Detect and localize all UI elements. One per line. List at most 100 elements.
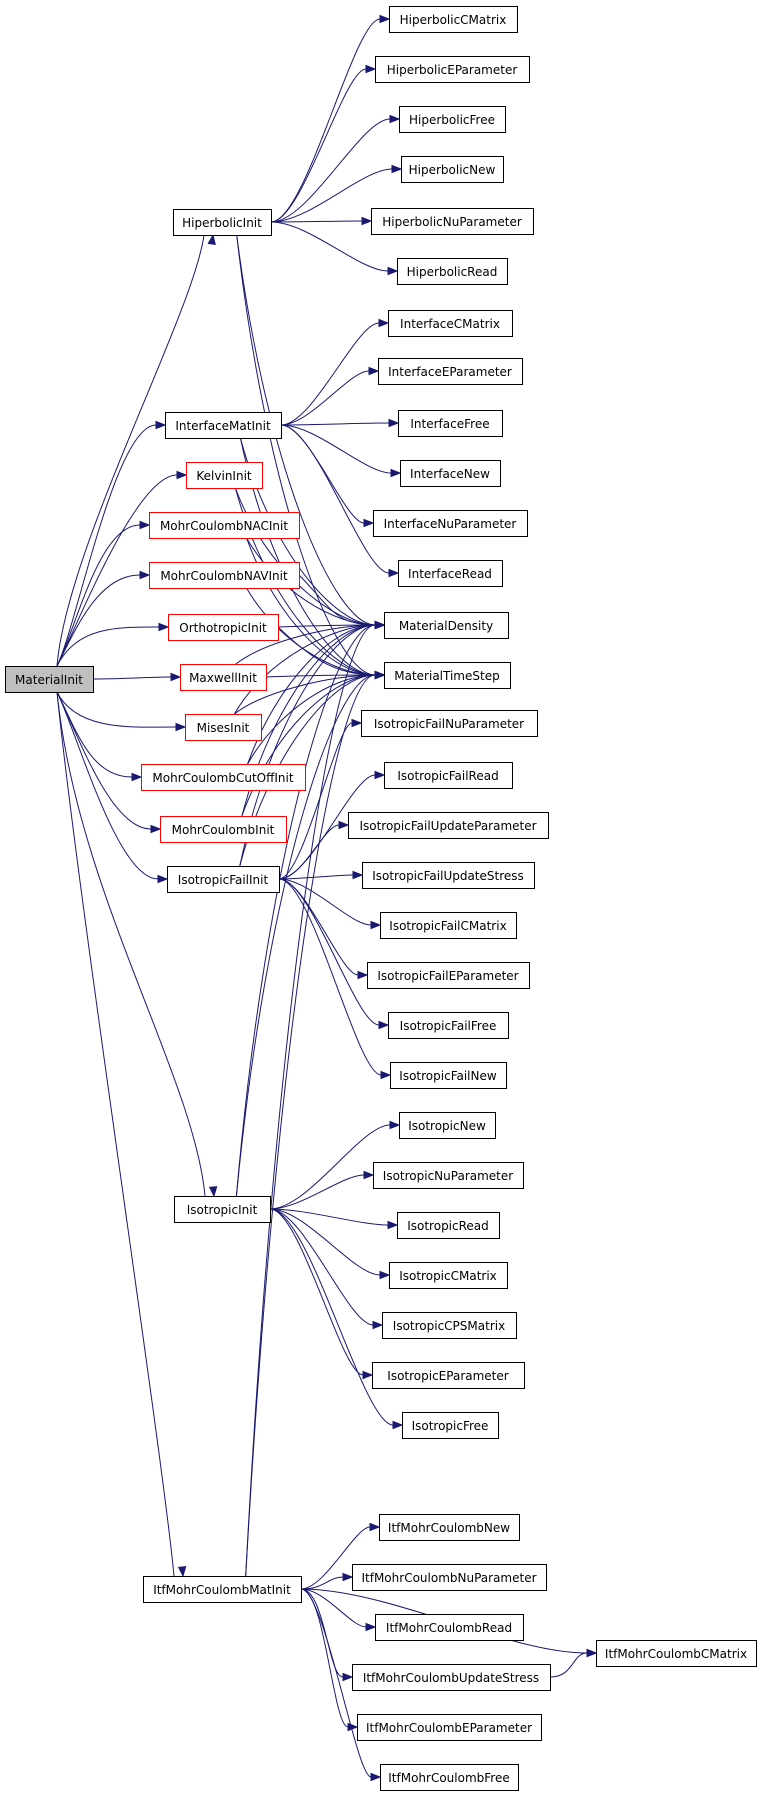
- node-isotropic-free[interactable]: IsotropicFree: [402, 1412, 499, 1439]
- node-label: ItfMohrCoulombFree: [388, 1771, 509, 1785]
- node-box: [389, 1262, 508, 1289]
- edge-material-init-to-isotropic-fail-init: [56, 691, 159, 880]
- arrowhead: [361, 216, 373, 226]
- node-label: IsotropicFailUpdateStress: [372, 869, 524, 883]
- node-label: ItfMohrCoulombUpdateStress: [363, 1671, 539, 1685]
- node-isotropic-new[interactable]: IsotropicNew: [399, 1112, 496, 1139]
- node-interface-nu-parameter[interactable]: InterfaceNuParameter: [373, 510, 528, 537]
- node-isotropic-fail-c-matrix[interactable]: IsotropicFailCMatrix: [380, 912, 517, 939]
- arrowhead: [208, 1186, 218, 1198]
- node-itf-mohr-coulomb-free[interactable]: ItfMohrCoulombFree: [380, 1764, 519, 1791]
- node-isotropic-fail-new[interactable]: IsotropicFailNew: [390, 1062, 507, 1089]
- node-box: [160, 816, 287, 843]
- node-mohr-coulomb-init[interactable]: MohrCoulombInit: [160, 816, 287, 843]
- node-material-density[interactable]: MaterialDensity: [384, 612, 509, 639]
- node-material-init[interactable]: MaterialInit: [5, 666, 94, 693]
- node-isotropic-fail-update-stress[interactable]: IsotropicFailUpdateStress: [362, 862, 535, 889]
- arrowhead: [342, 1572, 354, 1582]
- node-mohr-coulomb-cut-off-init[interactable]: MohrCoulombCutOffInit: [141, 764, 306, 791]
- node-itf-mohr-coulomb-nu-parameter[interactable]: ItfMohrCoulombNuParameter: [352, 1564, 547, 1591]
- edge-interface-mat-init-to-material-time-step: [239, 437, 376, 676]
- node-isotropic-init[interactable]: IsotropicInit: [174, 1196, 271, 1223]
- arrowhead: [139, 520, 151, 530]
- arrowhead: [370, 1772, 382, 1782]
- node-label: MaterialDensity: [399, 619, 493, 633]
- edge-material-init-to-isotropic-init: [56, 691, 206, 1197]
- node-mohr-coulomb-nav-init[interactable]: MohrCoulombNAVInit: [149, 562, 300, 589]
- node-interface-e-parameter[interactable]: InterfaceEParameter: [378, 358, 523, 385]
- node-interface-mat-init[interactable]: InterfaceMatInit: [165, 412, 282, 439]
- node-box: [352, 1564, 547, 1591]
- node-label: HiperbolicEParameter: [387, 63, 518, 77]
- node-interface-free[interactable]: InterfaceFree: [398, 410, 503, 437]
- node-label: HiperbolicFree: [409, 113, 495, 127]
- node-mohr-coulomb-nac-init[interactable]: MohrCoulombNACInit: [149, 512, 300, 539]
- node-isotropic-fail-init[interactable]: IsotropicFailInit: [167, 866, 280, 893]
- node-itf-mohr-coulomb-e-parameter[interactable]: ItfMohrCoulombEParameter: [357, 1714, 542, 1741]
- node-label: MaterialTimeStep: [394, 669, 499, 683]
- edge-itf-mohr-coulomb-mat-init-to-itf-mohr-coulomb-new: [300, 1526, 371, 1590]
- edge-material-init-to-orthotropic-init: [56, 626, 160, 667]
- node-isotropic-cps-matrix[interactable]: IsotropicCPSMatrix: [382, 1312, 517, 1339]
- node-itf-mohr-coulomb-update-stress[interactable]: ItfMohrCoulombUpdateStress: [352, 1664, 551, 1691]
- edge-isotropic-init-to-isotropic-c-matrix: [269, 1208, 381, 1276]
- node-isotropic-fail-nu-parameter[interactable]: IsotropicFailNuParameter: [361, 710, 538, 737]
- node-itf-mohr-coulomb-new[interactable]: ItfMohrCoulombNew: [379, 1514, 520, 1541]
- edge-isotropic-init-to-isotropic-e-parameter: [269, 1208, 364, 1376]
- node-hiperbolic-nu-parameter[interactable]: HiperbolicNuParameter: [371, 208, 534, 235]
- node-box: [380, 1764, 519, 1791]
- arrowhead: [207, 233, 216, 245]
- node-isotropic-fail-free[interactable]: IsotropicFailFree: [388, 1012, 509, 1039]
- node-maxwell-init[interactable]: MaxwellInit: [180, 664, 267, 691]
- node-label: ItfMohrCoulombEParameter: [366, 1721, 532, 1735]
- edge-mohr-coulomb-nav-init-to-material-density: [298, 574, 376, 626]
- node-itf-mohr-coulomb-read[interactable]: ItfMohrCoulombRead: [375, 1614, 524, 1641]
- node-label: MohrCoulombInit: [172, 823, 275, 837]
- node-box: [5, 666, 94, 693]
- node-label: MisesInit: [197, 721, 250, 735]
- node-itf-mohr-coulomb-mat-init[interactable]: ItfMohrCoulombMatInit: [143, 1576, 302, 1603]
- node-orthotropic-init[interactable]: OrthotropicInit: [168, 614, 279, 641]
- edge-itf-mohr-coulomb-mat-init-to-itf-mohr-coulomb-read: [300, 1588, 367, 1628]
- edge-isotropic-init-to-isotropic-cps-matrix: [269, 1208, 374, 1326]
- node-hiperbolic-free[interactable]: HiperbolicFree: [399, 106, 506, 133]
- node-interface-read[interactable]: InterfaceRead: [398, 560, 503, 587]
- node-label: ItfMohrCoulombRead: [386, 1621, 512, 1635]
- node-isotropic-read[interactable]: IsotropicRead: [397, 1212, 500, 1239]
- node-itf-mohr-coulomb-c-matrix[interactable]: ItfMohrCoulombCMatrix: [596, 1640, 757, 1667]
- node-isotropic-fail-e-parameter[interactable]: IsotropicFailEParameter: [367, 962, 530, 989]
- node-mises-init[interactable]: MisesInit: [185, 714, 262, 741]
- node-hiperbolic-e-parameter[interactable]: HiperbolicEParameter: [375, 56, 530, 83]
- node-label: IsotropicFree: [412, 1419, 489, 1433]
- node-hiperbolic-new[interactable]: HiperbolicNew: [401, 156, 504, 183]
- edge-maxwell-init-to-material-density: [235, 624, 376, 665]
- arrowhead: [388, 418, 400, 428]
- edge-hiperbolic-init-to-hiperbolic-e-parameter: [270, 68, 367, 223]
- node-label: IsotropicFailNew: [399, 1069, 497, 1083]
- edge-hiperbolic-init-to-material-density: [236, 234, 376, 626]
- node-material-time-step[interactable]: MaterialTimeStep: [384, 662, 511, 689]
- arrowhead: [362, 1370, 374, 1380]
- node-interface-c-matrix[interactable]: InterfaceCMatrix: [388, 310, 513, 337]
- node-box: [143, 1576, 302, 1603]
- node-label: IsotropicRead: [407, 1219, 489, 1233]
- node-kelvin-init[interactable]: KelvinInit: [186, 462, 263, 489]
- node-interface-new[interactable]: InterfaceNew: [400, 460, 501, 487]
- node-box: [185, 714, 262, 741]
- node-label: IsotropicFailRead: [397, 769, 498, 783]
- edge-material-init-to-mises-init: [56, 691, 177, 728]
- node-hiperbolic-read[interactable]: HiperbolicRead: [397, 258, 508, 285]
- node-isotropic-e-parameter[interactable]: IsotropicEParameter: [372, 1362, 525, 1389]
- node-isotropic-fail-update-parameter[interactable]: IsotropicFailUpdateParameter: [348, 812, 549, 839]
- node-hiperbolic-init[interactable]: HiperbolicInit: [173, 209, 272, 236]
- node-label: IsotropicEParameter: [387, 1369, 508, 1383]
- node-hiperbolic-c-matrix[interactable]: HiperbolicCMatrix: [389, 6, 518, 33]
- node-box: [384, 662, 511, 689]
- node-isotropic-c-matrix[interactable]: IsotropicCMatrix: [389, 1262, 508, 1289]
- arrowhead: [139, 570, 151, 580]
- edge-itf-mohr-coulomb-mat-init-to-itf-mohr-coulomb-e-parameter: [300, 1588, 349, 1728]
- node-label: InterfaceCMatrix: [400, 317, 500, 331]
- node-isotropic-fail-read[interactable]: IsotropicFailRead: [384, 762, 513, 789]
- node-isotropic-nu-parameter[interactable]: IsotropicNuParameter: [373, 1162, 524, 1189]
- node-label: MaterialInit: [15, 673, 83, 687]
